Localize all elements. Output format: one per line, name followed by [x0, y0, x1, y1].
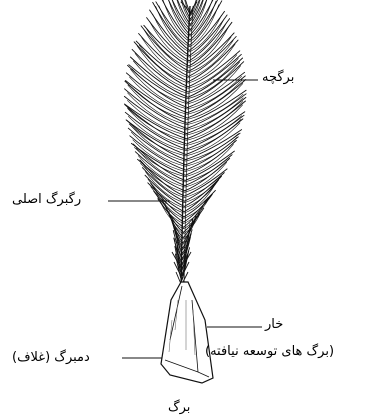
leaflet-stroke: [129, 65, 188, 103]
label-spine-note: (برگ های توسعه نیافته): [205, 345, 334, 358]
leaflet-stroke: [131, 69, 188, 109]
label-spine: خار: [265, 318, 283, 331]
leaflet-stroke: [190, 0, 210, 24]
leaflet-stroke: [184, 173, 224, 202]
label-main-vein: رگبرگ اصلی: [12, 193, 81, 206]
caption: برگ: [168, 401, 190, 414]
label-leaflet: برگچه: [262, 71, 294, 84]
label-sheath: دمبرگ (غلاف): [12, 351, 90, 364]
leaflet-stroke: [189, 40, 239, 82]
leaflet-stroke: [190, 5, 219, 47]
leaflet-stroke: [144, 30, 189, 73]
